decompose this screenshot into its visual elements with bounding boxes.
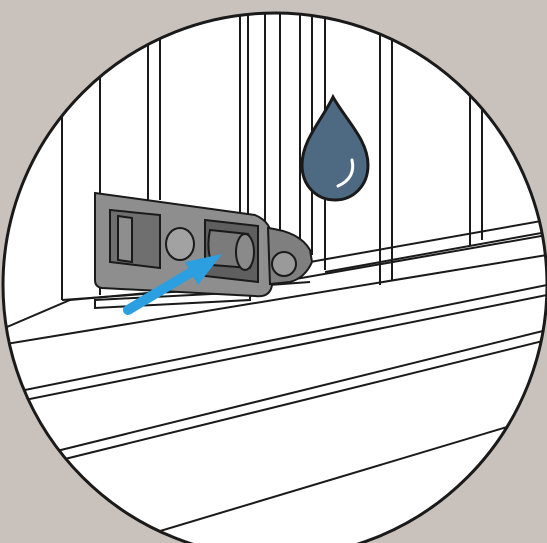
window-roller-illustration <box>0 0 547 543</box>
illustration-canvas <box>0 0 547 543</box>
